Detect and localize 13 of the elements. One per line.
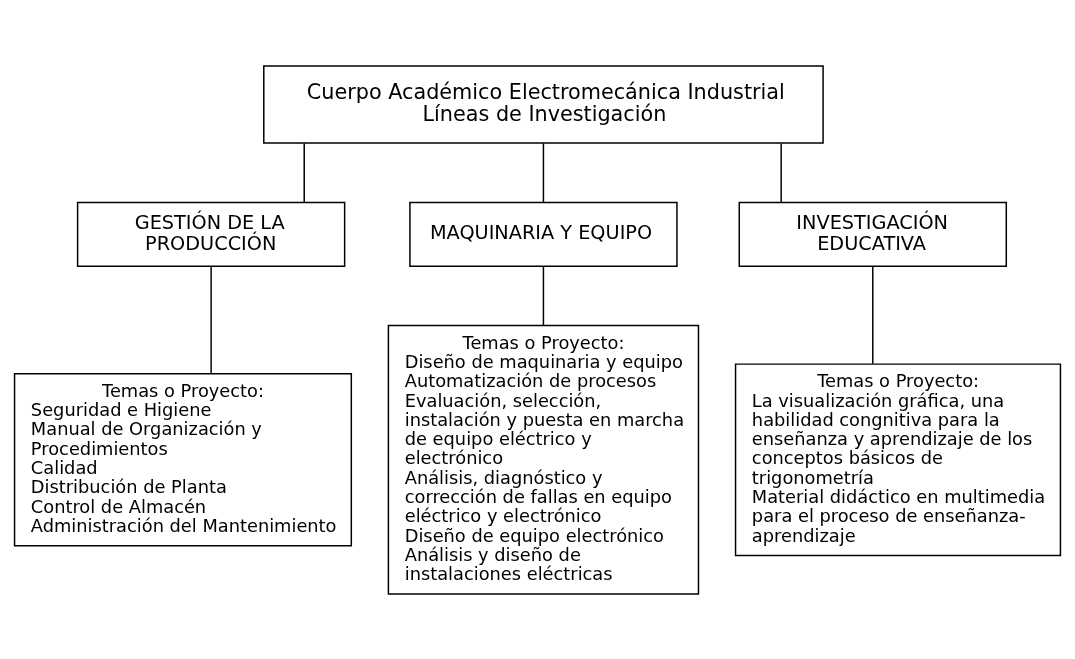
connector [542, 142, 545, 203]
node-box: Temas o Proyecto: Diseño de maquinaria y equipo Automatización de procesos Evaluación, selección, instalación y puesta en marcha de equipo eléctrico y electrónico Análisis, diagnóstico y corrección de fallas en equipo eléctrico y electrónico Diseño de equipo electrónico Análisis y diseño de instalaciones eléctricas [387, 324, 700, 595]
connector [210, 265, 212, 374]
connector [872, 265, 874, 364]
node-box: INVESTIGACIÓN EDUCATIVA [738, 201, 1008, 267]
node-box: Temas o Proyecto: Seguridad e Higiene Manual de Organización y Procedimientos Calidad Distribución de Planta Control de Almacén Administración del Mantenimiento [13, 372, 353, 547]
node-box: MAQUINARIA Y EQUIPO [409, 201, 678, 267]
connector [542, 265, 545, 326]
node-box: Cuerpo Académico Electromecánica Industrial Líneas de Investigación [263, 64, 824, 144]
node-box: Temas o Proyecto: La visualización gráfica, una habilidad congnitiva para la enseñanza y aprendizaje de los conceptos básicos de trigonometría Material didáctico en multimedia para el proceso de enseñanza-aprendizaje [734, 362, 1062, 556]
node-box: GESTIÓN DE LA PRODUCCIÓN [76, 201, 346, 267]
connector [780, 142, 782, 203]
connector [303, 142, 305, 203]
